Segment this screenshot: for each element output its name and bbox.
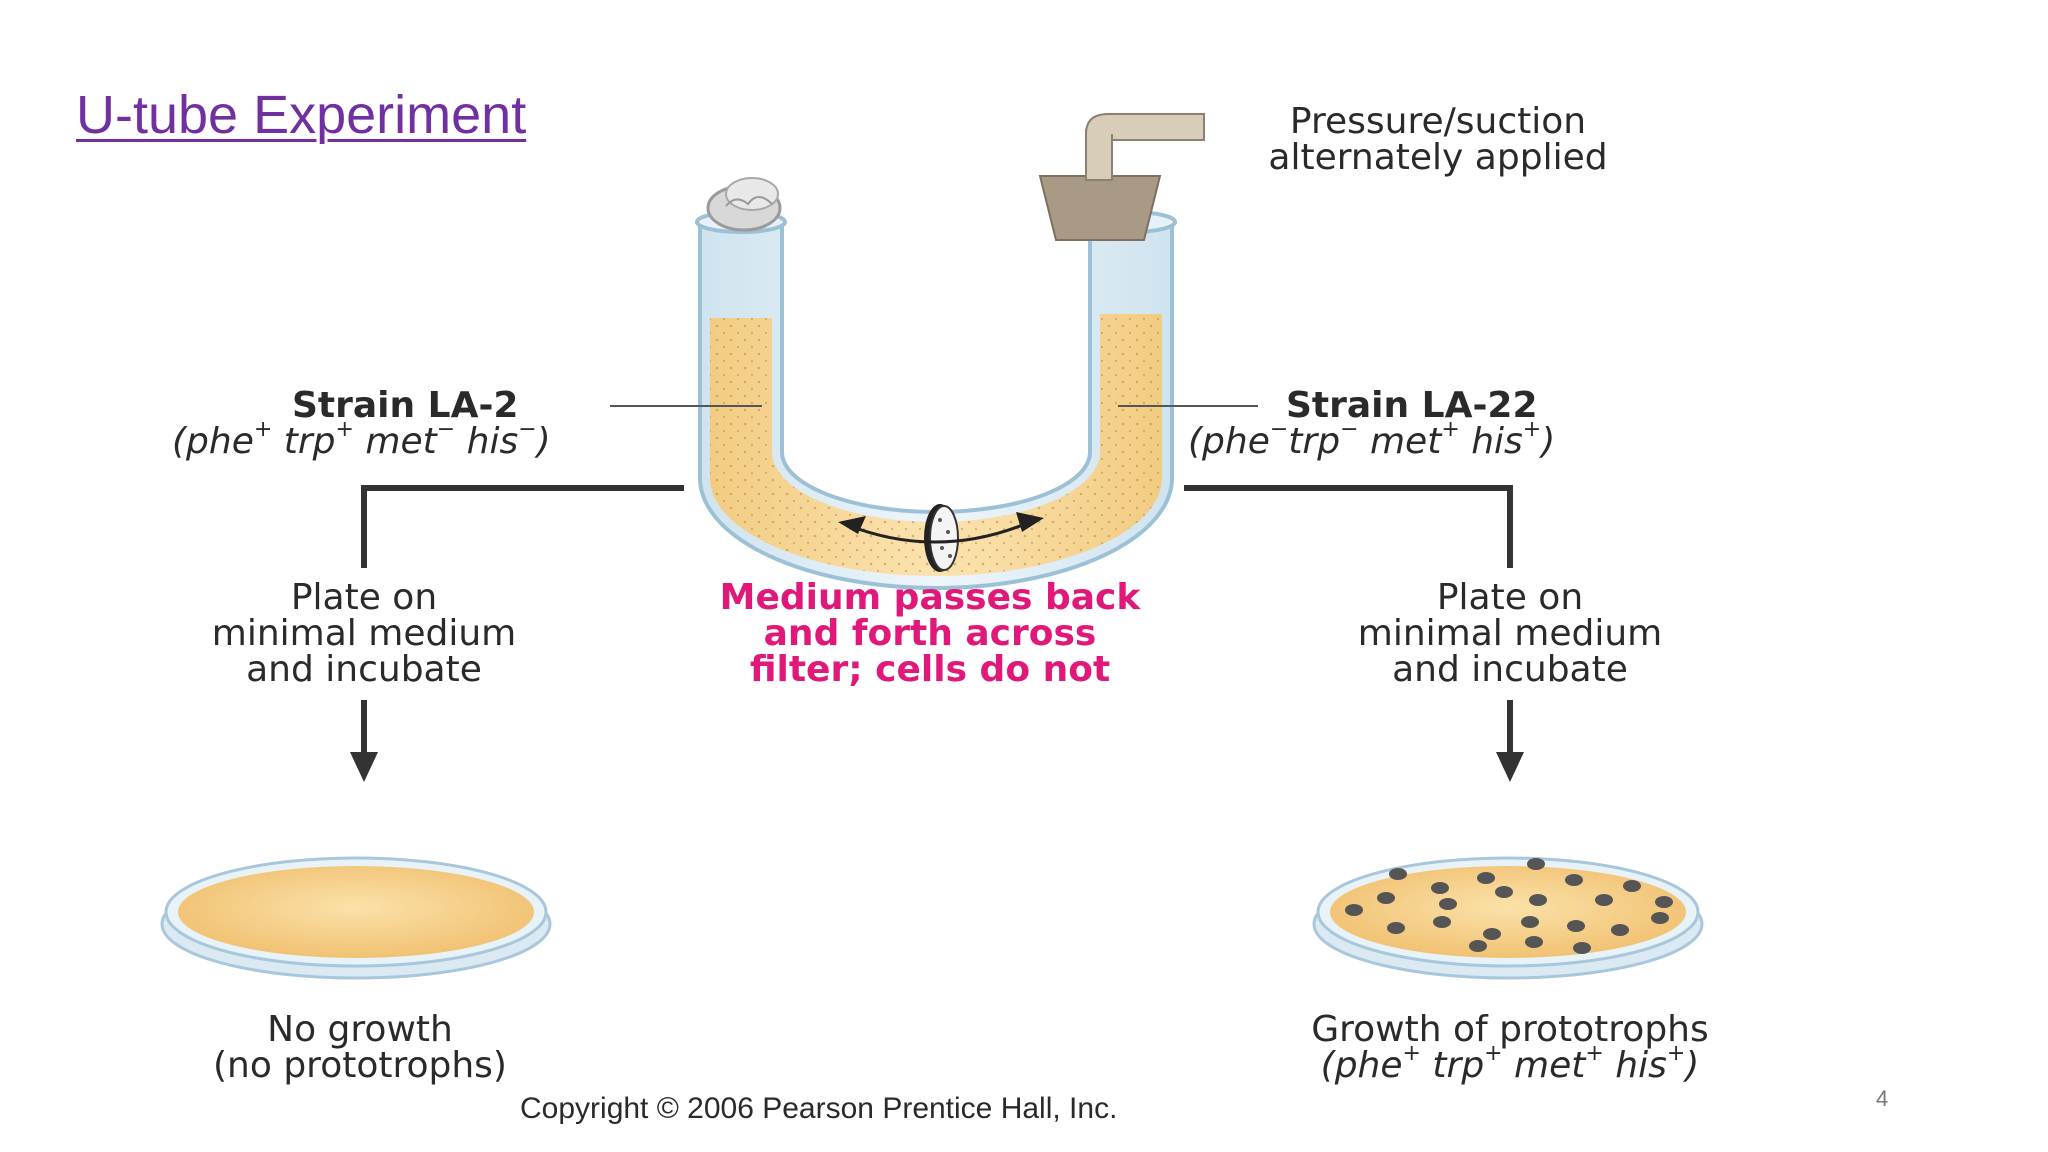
page-number: 4 [1876, 1086, 1889, 1111]
right-result-line1: Growth of prototrophs [1311, 1009, 1709, 1050]
copyright-notice: Copyright © 2006 Pearson Prentice Hall, … [520, 1092, 1118, 1125]
right-plate-instruction: Plate on minimal medium and incubate [1290, 580, 1730, 688]
medium-note: Medium passes back and forth across filt… [640, 580, 1220, 688]
left-plate-instruction-line2: minimal medium [211, 613, 517, 654]
cotton-plug-icon [706, 177, 782, 232]
right-plate-instruction-line1: Plate on [1436, 577, 1584, 618]
left-bracket [361, 485, 684, 568]
left-result-line2: (no prototrophs) [213, 1045, 507, 1086]
left-result: No growth (no prototrophs) [140, 1012, 580, 1084]
right-petri-dish [1312, 856, 1704, 980]
slide-title[interactable]: U-tube Experiment [76, 85, 527, 145]
u-tube-glass [698, 220, 1174, 590]
right-result: Growth of prototrophs (phe+ trp+ met+ hi… [1210, 1012, 1810, 1084]
filter-icon [924, 504, 959, 572]
left-plate-instruction: Plate on minimal medium and incubate [144, 580, 584, 688]
pressure-label-line2: alternately applied [1268, 137, 1608, 178]
left-strain-name: Strain LA-2 [292, 385, 519, 426]
left-result-line1: No growth [267, 1009, 453, 1050]
stopper-pipe-icon [1038, 113, 1205, 241]
prototroph-colonies [1345, 858, 1673, 954]
right-plate-instruction-line2: minimal medium [1357, 613, 1663, 654]
left-plate-instruction-line3: and incubate [246, 649, 482, 690]
right-strain-name: Strain LA-22 [1286, 385, 1538, 426]
left-strain-genotype: (phe+ trp+ met− his−) [172, 417, 551, 462]
left-petri-dish [160, 856, 552, 980]
pressure-label: Pressure/suction alternately applied [1198, 104, 1678, 176]
right-bracket [1184, 485, 1513, 568]
pressure-label-line1: Pressure/suction [1289, 101, 1587, 142]
right-down-arrow [1496, 752, 1524, 782]
medium-note-line2: and forth across [763, 613, 1097, 654]
flow-arrow [849, 520, 1031, 544]
right-strain-genotype: (phe−trp− met+ his+) [1188, 417, 1556, 462]
right-result-genotype: (phe+ trp+ met+ his+) [1320, 1041, 1700, 1086]
left-plate-instruction-line1: Plate on [290, 577, 438, 618]
right-plate-instruction-line3: and incubate [1392, 649, 1628, 690]
left-down-arrow [350, 752, 378, 782]
medium-note-line3: filter; cells do not [749, 649, 1111, 690]
medium-note-line1: Medium passes back [719, 577, 1141, 618]
